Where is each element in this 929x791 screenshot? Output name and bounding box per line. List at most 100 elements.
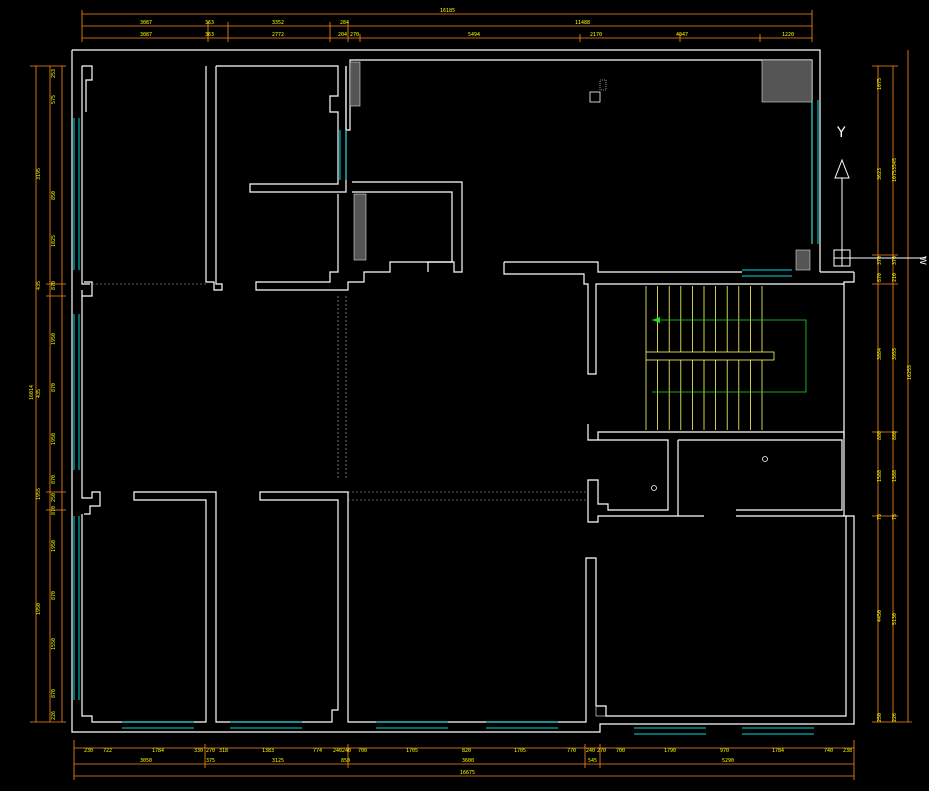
- column-hatch: [349, 61, 361, 107]
- dim-label: 270: [206, 748, 215, 754]
- interior-walls: [81, 59, 847, 723]
- outer-walls: [71, 49, 855, 733]
- dim-label: 5494: [468, 32, 480, 38]
- windows: [73, 100, 819, 735]
- dim-label: 870: [51, 506, 57, 515]
- dim-label: 370: [892, 256, 898, 265]
- dim-label: 1955: [36, 488, 42, 500]
- dim-label: 363: [205, 32, 214, 38]
- dim-label: 75: [892, 514, 898, 520]
- dim-label: 1790: [664, 748, 676, 754]
- dim-label: 2170: [590, 32, 602, 38]
- left-dimension-text: 16014 253 575 3195 850 1025 435 870 1950…: [29, 69, 57, 720]
- dim-label: 870: [51, 475, 57, 484]
- top-dimension-lines: [81, 10, 813, 42]
- dim-label: 4047: [676, 32, 688, 38]
- dim-label: 2772: [272, 32, 284, 38]
- dim-label: 435: [36, 281, 42, 290]
- bottom-total-dim: 16675: [460, 770, 475, 776]
- bottom-dimension-lines: [73, 740, 855, 780]
- dim-label: 1550: [51, 638, 57, 650]
- dim-label: 435: [36, 389, 42, 398]
- dim-label: 740: [824, 748, 833, 754]
- dim-label: 3623: [877, 168, 883, 180]
- right-total-dim: 16255: [907, 365, 913, 380]
- dim-label: 363: [205, 20, 214, 26]
- dim-label: 575: [51, 95, 57, 104]
- dim-label: 250: [877, 713, 883, 722]
- dim-label: 240: [333, 748, 342, 754]
- dim-label: 3087: [140, 20, 152, 26]
- dim-label: 770: [567, 748, 576, 754]
- x-axis-label: W: [917, 256, 927, 265]
- dim-label: 3545: [892, 158, 898, 170]
- right-dimension-text: 1075 3623 370 870 3884 880 1588 75 4450 …: [877, 78, 913, 722]
- dim-label: 1075: [877, 78, 883, 90]
- dim-label: 870: [877, 273, 883, 282]
- dim-label: 870: [51, 383, 57, 392]
- dim-label: 250: [51, 493, 57, 502]
- dim-label: 1025: [51, 235, 57, 247]
- dim-label: 240: [342, 748, 351, 754]
- dim-label: 5290: [722, 758, 734, 764]
- dim-label: 1950: [36, 603, 42, 615]
- dim-label: 870: [51, 281, 57, 290]
- dim-label: 850: [341, 758, 350, 764]
- bottom-dimension-text: 230 722 1784 330 270 318 1383 774 240 24…: [84, 748, 852, 776]
- right-dimension-lines: [872, 50, 912, 723]
- dim-label: 820: [462, 748, 471, 754]
- dim-label: 1784: [152, 748, 164, 754]
- dim-label: 375: [206, 758, 215, 764]
- dim-label: 270: [350, 32, 359, 38]
- y-axis-label: Y: [836, 125, 846, 141]
- dim-label: 1950: [51, 540, 57, 552]
- dim-label: 3352: [272, 20, 284, 26]
- dim-label: 1950: [51, 433, 57, 445]
- dim-label: 870: [51, 689, 57, 698]
- dim-label: 880: [877, 431, 883, 440]
- dim-label: 318: [219, 748, 228, 754]
- dim-label: 970: [720, 748, 729, 754]
- column-hatch: [761, 59, 813, 103]
- dim-label: 3195: [36, 168, 42, 180]
- dim-label: 230: [84, 748, 93, 754]
- top-dimension-text: 16185 3087 363 3352 284 11488 3087 363 2…: [140, 8, 794, 38]
- dim-label: 3884: [877, 348, 883, 360]
- dim-label: 4450: [877, 610, 883, 622]
- dim-label: 238: [843, 748, 852, 754]
- symbols: [589, 79, 768, 717]
- dim-label: 1588: [892, 470, 898, 482]
- dim-label: 1784: [772, 748, 784, 754]
- dim-label: 700: [358, 748, 367, 754]
- dim-label: 210: [892, 273, 898, 282]
- dim-label: 226: [51, 711, 57, 720]
- dim-label: 270: [597, 748, 606, 754]
- dim-label: 11488: [575, 20, 590, 26]
- dim-label: 1075: [892, 170, 898, 182]
- dim-label: 700: [616, 748, 625, 754]
- dim-label: 3125: [272, 758, 284, 764]
- dim-label: 880: [892, 431, 898, 440]
- dim-label: 1220: [782, 32, 794, 38]
- fixture-circle: [762, 456, 768, 462]
- dim-label: 1588: [877, 470, 883, 482]
- dim-label: 545: [588, 758, 597, 764]
- north-arrow-icon: [834, 158, 850, 179]
- dim-label: 722: [103, 748, 112, 754]
- dim-label: 226: [892, 713, 898, 722]
- dim-label: 1705: [514, 748, 526, 754]
- dim-label: 370: [877, 256, 883, 265]
- dim-label: 253: [51, 69, 57, 78]
- dim-label: 75: [877, 514, 883, 520]
- dim-label: 3600: [462, 758, 474, 764]
- dim-label: 284: [340, 20, 349, 26]
- hatched-columns: [349, 59, 813, 271]
- dim-label: 3955: [892, 348, 898, 360]
- fixture-circle: [651, 485, 657, 491]
- axis-markers: Y W: [833, 125, 927, 267]
- dim-label: 1705: [406, 748, 418, 754]
- dim-label: 3050: [140, 758, 152, 764]
- left-dimension-lines: [30, 65, 66, 723]
- dim-label: 240: [586, 748, 595, 754]
